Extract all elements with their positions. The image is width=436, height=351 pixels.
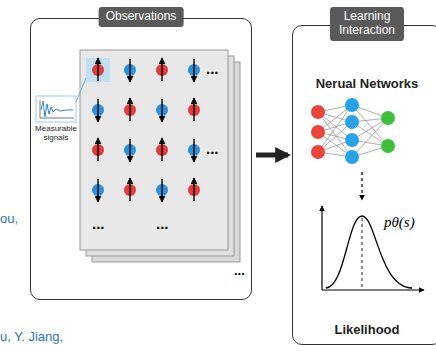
spin-arrow (193, 98, 194, 121)
network-links (318, 105, 388, 157)
flow-arrow (256, 153, 288, 158)
signal-axes (40, 100, 74, 118)
spin-arrow (97, 58, 98, 81)
spin-arrow (193, 178, 194, 201)
spin-arrow (193, 139, 194, 162)
spin-arrow (129, 178, 130, 201)
frame-front (80, 50, 228, 250)
spin-arrow (129, 139, 130, 162)
leader-line (76, 78, 86, 102)
x-axis (322, 289, 424, 290)
spin-arrow (97, 138, 98, 161)
spin-arrow (161, 99, 162, 122)
panel-header: Observations (99, 7, 184, 27)
spin-arrow (129, 59, 130, 82)
dashed-arrow (361, 172, 362, 200)
network-title: Nerual Networks (293, 76, 436, 91)
signal-wave (41, 101, 73, 117)
ellipsis: ... (92, 215, 105, 232)
ellipsis: ... (234, 264, 245, 279)
spin-arrow (97, 99, 98, 122)
output-neurons (381, 111, 395, 153)
ellipsis: ... (206, 60, 219, 77)
highlight-square (86, 58, 110, 82)
spin-arrow (193, 59, 194, 82)
mean-line (362, 218, 363, 289)
plot-title: Likelihood (293, 322, 436, 337)
spin-arrow (161, 138, 162, 161)
hidden-neurons (345, 98, 359, 164)
spin-arrow (161, 58, 162, 81)
input-neurons (311, 105, 325, 159)
panel-header: Learning Interaction (330, 7, 404, 41)
signal-label: Measurable signals (30, 124, 82, 142)
signal-icon (36, 96, 76, 122)
citation-fragment: ou, (0, 212, 18, 227)
learning-panel: Learning InteractionNerual NetworksLikel… (292, 25, 436, 345)
spin-arrow (161, 179, 162, 202)
spin-arrow (97, 179, 98, 202)
ellipsis: ... (156, 215, 169, 232)
y-axis (321, 206, 322, 290)
observations-panel: Observations (30, 18, 252, 300)
likelihood-symbol: pθ(s) (384, 214, 415, 231)
citation-fragment: u, Y. Jiang, (0, 330, 63, 345)
spin-arrow (129, 98, 130, 121)
ellipsis: ... (206, 140, 219, 157)
spin-lattice (92, 58, 200, 202)
